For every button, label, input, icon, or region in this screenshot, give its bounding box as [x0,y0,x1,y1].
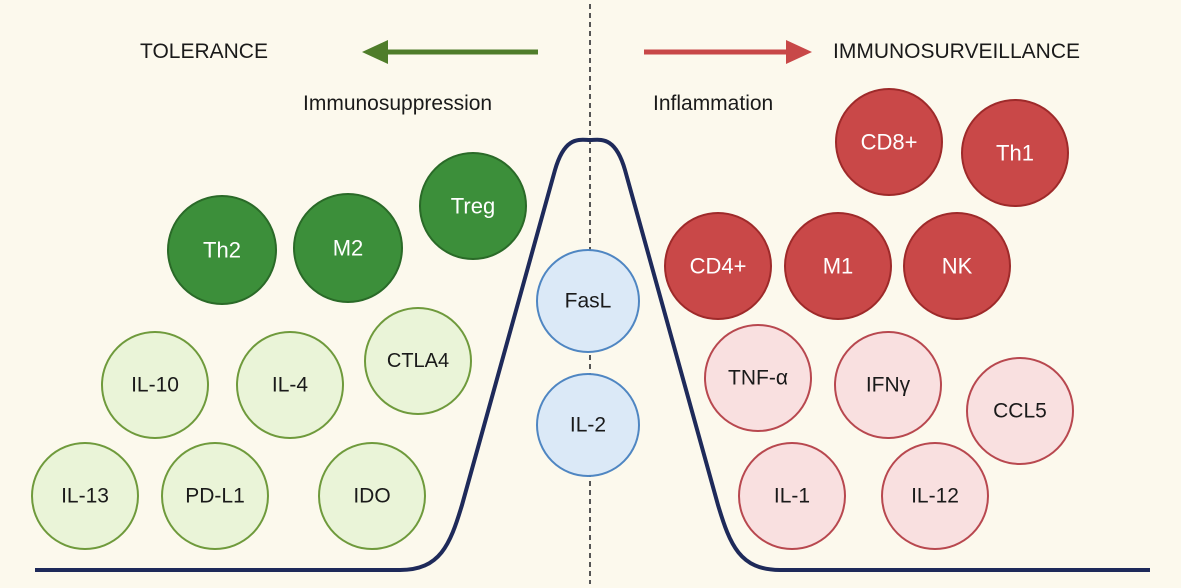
node-label: IL-2 [570,414,606,437]
node-il13: IL-13 [31,442,139,550]
node-il1: IL-1 [738,442,846,550]
node-label: CCL5 [993,400,1047,423]
node-label: TNF-α [728,367,788,390]
node-label: IL-13 [61,485,109,508]
node-il10: IL-10 [101,331,209,439]
node-il4: IL-4 [236,331,344,439]
balance-curve [35,137,1150,572]
node-label: M2 [333,236,364,261]
node-label: Treg [451,194,495,219]
node-label: IL-12 [911,485,959,508]
arrow-left-icon [362,40,538,64]
arrow-right-icon [644,40,812,64]
node-label: CTLA4 [387,350,449,372]
node-th2: Th2 [167,195,277,305]
node-tnfa: TNF-α [704,324,812,432]
node-label: CD4+ [690,254,747,279]
node-il2: IL-2 [536,373,640,477]
node-ccl5: CCL5 [966,357,1074,465]
node-label: PD-L1 [185,485,245,508]
node-pdl1: PD-L1 [161,442,269,550]
node-treg: Treg [419,152,527,260]
inflammation-label: Inflammation [653,92,773,115]
tolerance-title: TOLERANCE [140,40,268,63]
node-label: IDO [353,485,390,508]
node-label: Th2 [203,238,241,263]
immunosuppression-label: Immunosuppression [303,92,492,115]
node-label: IL-10 [131,374,179,397]
node-ifng: IFNγ [834,331,942,439]
node-cd8: CD8+ [835,88,943,196]
node-nk: NK [903,212,1011,320]
immunosurveillance-title: IMMUNOSURVEILLANCE [833,40,1080,63]
node-label: IFNγ [866,374,911,397]
node-label: IL-1 [774,485,810,508]
node-cd4: CD4+ [664,212,772,320]
node-label: NK [942,254,973,279]
node-fasl: FasL [536,249,640,353]
node-label: IL-4 [272,374,309,397]
node-label: FasL [565,290,612,313]
node-il12: IL-12 [881,442,989,550]
node-m2: M2 [293,193,403,303]
node-ido: IDO [318,442,426,550]
node-ctla4: CTLA4 [364,307,472,415]
node-label: M1 [823,254,854,279]
node-m1: M1 [784,212,892,320]
node-label: Th1 [996,141,1034,166]
node-label: CD8+ [861,130,918,155]
node-th1: Th1 [961,99,1069,207]
